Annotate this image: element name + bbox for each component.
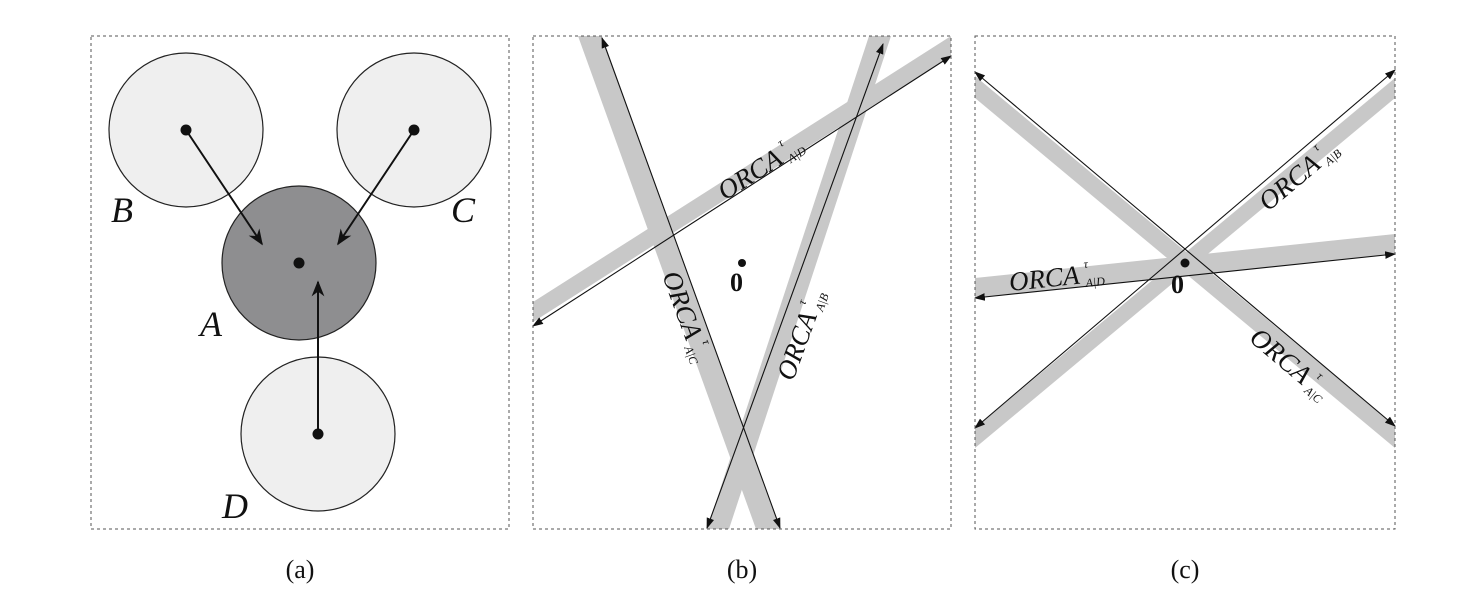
origin-label-b: 0 <box>730 268 743 297</box>
origin-label-c: 0 <box>1171 270 1184 299</box>
label-a: A <box>198 304 223 344</box>
caption-a: (a) <box>286 555 315 584</box>
svg-text:τ: τ <box>699 338 714 347</box>
label-c-ac: ORCA τ A|C <box>1244 322 1327 407</box>
svg-text:A|D: A|D <box>1084 274 1106 290</box>
agent-b-center <box>180 124 192 136</box>
line-c-ac <box>974 71 1396 427</box>
caption-c: (c) <box>1171 555 1200 584</box>
svg-text:τ: τ <box>775 135 787 149</box>
svg-text:τ: τ <box>795 297 810 306</box>
agent-d-center <box>312 428 324 440</box>
svg-text:A|C: A|C <box>681 343 701 367</box>
label-c: C <box>451 190 476 230</box>
line-c-ad <box>973 251 1397 301</box>
panel-a: B C A D (a) <box>90 35 510 584</box>
svg-text:ORCA: ORCA <box>1007 260 1081 297</box>
label-d: D <box>221 486 248 526</box>
svg-text:A|B: A|B <box>812 291 832 314</box>
arrow-c-to-a <box>337 129 415 246</box>
panel-b: 0 ORCA τ A|D ORCA τ A|C ORCA τ A|B (b) <box>532 35 952 584</box>
svg-text:τ: τ <box>1083 257 1089 271</box>
panel-c-frame <box>974 35 1396 530</box>
agent-c-center <box>408 124 420 136</box>
panel-c: 0 ORCA τ A|B ORCA τ A|D ORCA τ A|C (c) <box>973 35 1397 584</box>
label-b: B <box>111 190 133 230</box>
svg-text:ORCA: ORCA <box>712 142 788 206</box>
caption-b: (b) <box>727 555 757 584</box>
origin-dot-c <box>1180 258 1190 268</box>
svg-text:ORCA: ORCA <box>656 267 708 344</box>
line-ab <box>706 42 884 530</box>
agent-a-center <box>293 257 305 269</box>
label-c-ad: ORCA τ A|D <box>1007 257 1106 297</box>
arrow-b-to-a <box>185 129 263 246</box>
origin-dot-b <box>738 259 746 267</box>
